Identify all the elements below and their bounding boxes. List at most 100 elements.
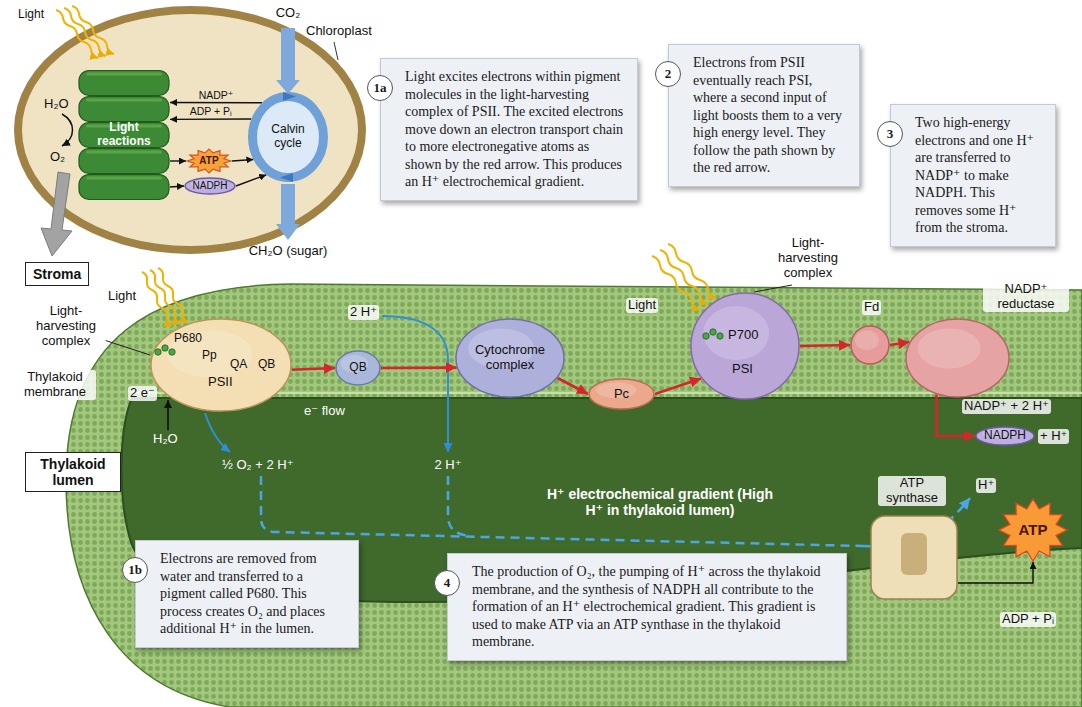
nadp-reductase: NADP⁺ reductase — [905, 282, 1065, 398]
callout-number: 2 — [655, 61, 681, 87]
sugar-arrow — [276, 184, 300, 240]
node-text: Stroma — [33, 266, 81, 282]
node-text: ATP synthase — [878, 476, 946, 506]
calvin-cycle: Calvin cycle — [248, 92, 328, 182]
cycle-arrowhead — [283, 92, 296, 101]
light-rays — [150, 270, 180, 324]
node-text: ATP — [199, 155, 218, 167]
shape-fill — [151, 319, 291, 411]
node-text: ATP — [1019, 521, 1048, 538]
molecule-label: ADP + Pᵢ — [1000, 612, 1056, 627]
node-text: P700 — [728, 328, 758, 343]
disk-highlight — [86, 73, 162, 76]
plastoquinone: QB — [335, 350, 381, 386]
callout-box: 3Two high-energy electrons and one H⁺ ar… — [890, 104, 1056, 247]
proton-label: 2 H⁺ — [434, 458, 461, 473]
shape-outline — [870, 515, 958, 600]
node-text: PSII — [208, 375, 233, 390]
node-text: The production of O₂, the pumping of H⁺ … — [472, 563, 836, 651]
molecule-label: H₂O — [44, 97, 69, 112]
gradient-arrow — [448, 476, 470, 536]
electron-flow-arrow — [381, 366, 457, 369]
disk-highlight — [86, 151, 162, 154]
shape-fill — [906, 319, 1009, 397]
shape-fill — [851, 326, 889, 364]
callout-box: 1aLight excites electrons within pigment… — [380, 58, 638, 201]
node-text: Pc — [614, 387, 629, 402]
electron-flow-arrow — [558, 378, 588, 394]
shape-outline — [850, 325, 890, 365]
light-rays — [56, 6, 114, 58]
co2-arrow — [276, 28, 300, 94]
electron-flow-arrow — [292, 368, 335, 370]
node-text: QB — [258, 358, 275, 372]
edge-label: NADP⁺ — [197, 89, 236, 101]
pigment-dot — [703, 333, 709, 339]
leader-line — [334, 42, 338, 60]
electron-label: 2 e⁻ — [128, 386, 157, 401]
co2-arrow — [276, 80, 300, 94]
connector-arrow — [958, 562, 1033, 583]
node-text: Electrons are removed from water and tra… — [160, 550, 348, 638]
thylakoid-body — [66, 284, 1082, 707]
thylakoid-body — [66, 284, 1082, 707]
edge-label: ADP + Pᵢ — [188, 105, 234, 117]
callout-box: 4The production of O₂, the pumping of H⁺… — [447, 553, 847, 661]
connector-arrow — [170, 102, 262, 104]
molecule-label: + H⁺ — [1038, 429, 1069, 444]
shape-fill — [589, 379, 654, 409]
disk-highlight — [86, 99, 162, 102]
leader-line — [754, 285, 792, 292]
nadph-oval: NADPH — [975, 426, 1035, 446]
light-rays — [660, 250, 708, 304]
photosystem-i: P700PSI — [690, 292, 800, 400]
proton-label: 2 H⁺ — [348, 305, 379, 320]
atp-star: ATP — [998, 498, 1068, 562]
chloroplast-outline — [14, 6, 366, 254]
light-rays — [668, 244, 716, 298]
callout-box: 2Electrons from PSII eventually reach PS… — [668, 44, 860, 187]
node-text: Cytochrome complex — [465, 343, 555, 373]
pigment-dot — [169, 349, 175, 355]
light-rays — [142, 272, 172, 326]
sugar-arrow — [281, 184, 295, 226]
pigment-dot — [717, 333, 723, 339]
gradient-label: H⁺ electrochemical gradient (High H⁺ in … — [540, 486, 780, 518]
connector-arrow — [236, 175, 266, 186]
gradient-arrow — [261, 476, 970, 546]
shape-highlight — [855, 330, 879, 350]
atp-star: ATP — [186, 148, 232, 174]
connector-arrow — [170, 186, 184, 187]
light-rays — [142, 244, 716, 326]
light-rays — [56, 10, 98, 58]
callout-number: 1a — [367, 75, 393, 101]
cycle-arrowhead — [280, 173, 293, 182]
part-label: Light-harvesting complex — [26, 304, 106, 349]
callout-number: 3 — [877, 121, 903, 147]
shape-fill — [336, 351, 380, 385]
electron-flow-arrow — [655, 378, 701, 394]
node-text: P680 — [174, 332, 202, 346]
synthase-channel — [901, 533, 927, 575]
plastocyanin: Pc — [588, 378, 655, 410]
nadph-oval: NADPH — [184, 177, 236, 195]
node-text: Light excites electrons within pigment m… — [405, 68, 627, 191]
light-label: Light — [626, 298, 658, 313]
proton-arrow — [205, 413, 230, 452]
molecule-label: NADP⁺ + 2 H⁺ — [962, 399, 1051, 414]
cytochrome-complex: Cytochrome complex — [455, 318, 565, 398]
thylakoid-stack: Light reactions — [78, 70, 170, 200]
molecule-label: O₂ — [50, 150, 65, 165]
connector-arrow — [170, 118, 251, 120]
thylakoid-disk — [79, 71, 169, 96]
molecule-label: H₂O — [153, 432, 178, 447]
shape-highlight — [918, 328, 981, 368]
node-text: Light reactions — [89, 121, 159, 149]
electron-flow-arrow — [800, 345, 850, 346]
thylakoid-disk — [79, 97, 169, 122]
node-text: QB — [349, 361, 366, 375]
node-text: PSI — [732, 362, 753, 377]
water-to-oxygen-arrow — [62, 114, 73, 146]
proton-label: H⁺ — [976, 478, 996, 493]
